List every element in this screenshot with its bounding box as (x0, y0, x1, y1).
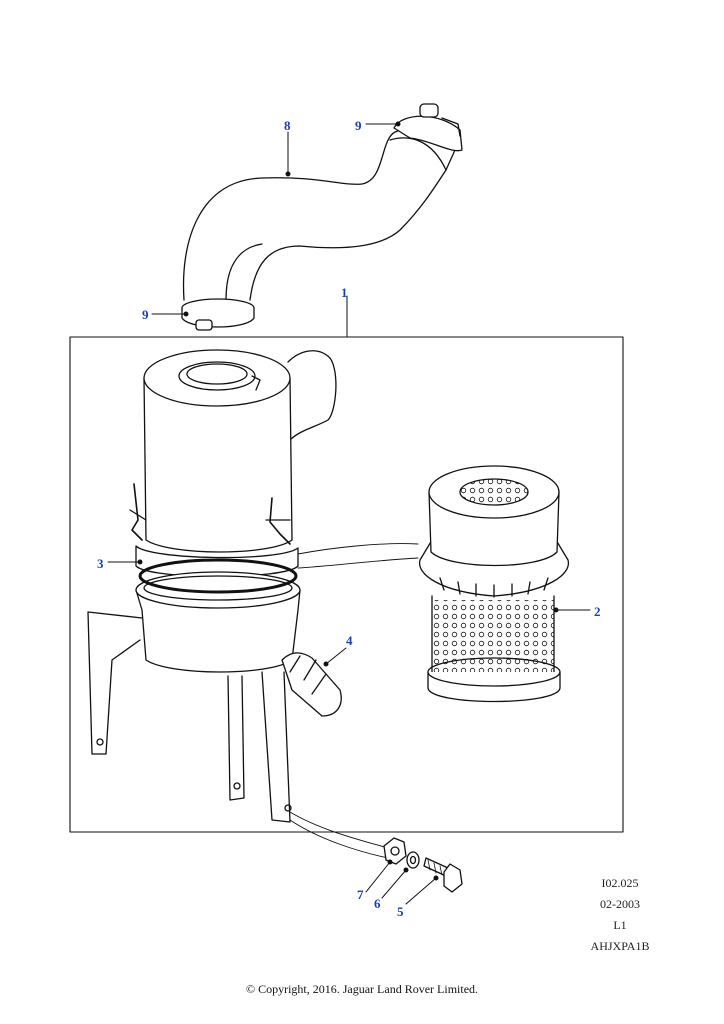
dump-valve (281, 652, 342, 717)
callout-9-bottom: 9 (142, 307, 149, 322)
callout-4: 4 (346, 633, 353, 648)
callout-8: 8 (284, 118, 291, 133)
callout-7: 7 (357, 887, 364, 902)
intake-hose (182, 127, 456, 301)
callout-6: 6 (374, 896, 381, 911)
guide-line (289, 819, 389, 859)
callout-3: 3 (97, 556, 104, 571)
guide-line (289, 811, 389, 849)
ref-date: 02-2003 (600, 897, 640, 911)
guide-line (297, 543, 419, 555)
ref-level: L1 (613, 918, 627, 932)
nut (383, 837, 407, 865)
copyright-notice: © Copyright, 2016. Jaguar Land Rover Lim… (245, 982, 479, 996)
callout-2: 2 (594, 604, 601, 619)
guide-line (297, 557, 419, 569)
callout-9-top: 9 (355, 118, 362, 133)
hose-clamp-top (393, 103, 463, 152)
hose-clamp-bottom (181, 298, 255, 331)
washer (406, 851, 420, 869)
seal-ring (138, 558, 298, 594)
ref-code: I02.025 (601, 876, 639, 890)
callout-leaders (107, 121, 591, 905)
air-cleaner-housing (87, 349, 337, 823)
filter-element (418, 465, 570, 703)
ref-part-id: AHJXPA1B (590, 939, 650, 953)
callout-5: 5 (397, 904, 404, 919)
callout-1: 1 (341, 285, 348, 300)
bolt (423, 857, 463, 893)
